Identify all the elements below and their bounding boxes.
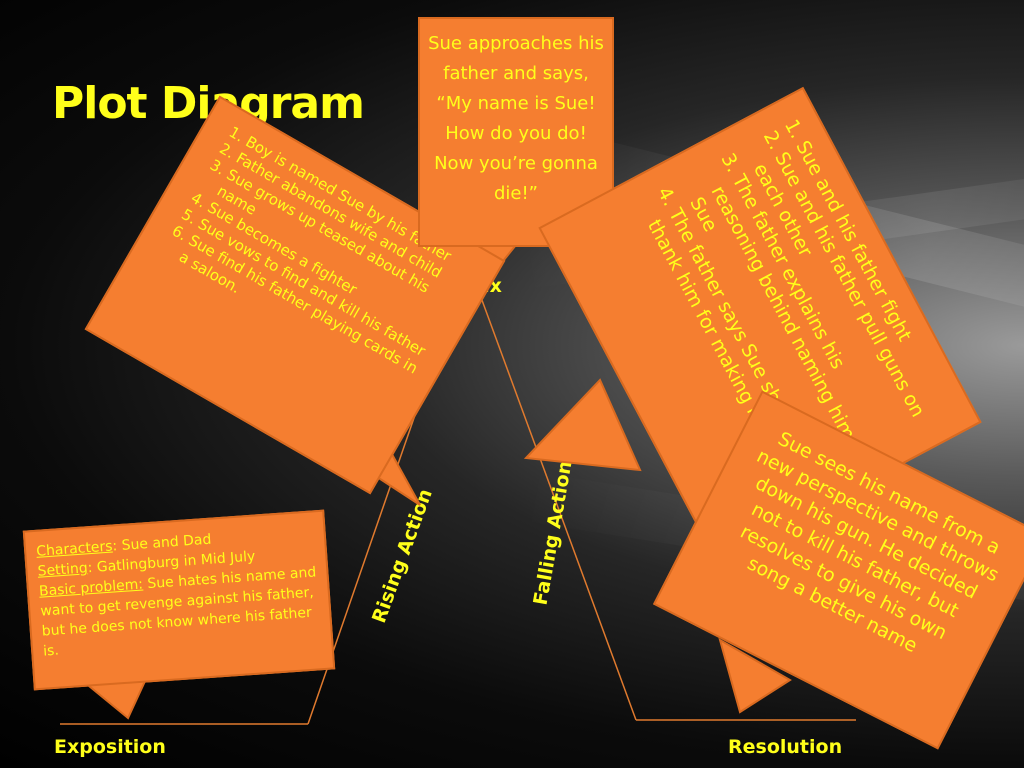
falling-action-line bbox=[467, 261, 637, 721]
resolution-callout-tail bbox=[718, 637, 792, 714]
exposition-label: Exposition bbox=[54, 736, 166, 758]
exposition-callout: Characters: Sue and Dad Setting: Gatling… bbox=[22, 509, 336, 691]
problem-value: Sue hates his name and want to get reven… bbox=[39, 564, 317, 660]
falling-callout-tail bbox=[523, 378, 642, 472]
characters-key: Characters bbox=[35, 538, 114, 560]
resolution-label: Resolution bbox=[728, 736, 843, 758]
characters-value: : Sue and Dad bbox=[111, 531, 212, 555]
climax-text: Sue approaches his father and says, “My … bbox=[428, 33, 604, 204]
setting-key: Setting bbox=[37, 560, 89, 580]
problem-key: Basic problem: bbox=[38, 576, 144, 600]
